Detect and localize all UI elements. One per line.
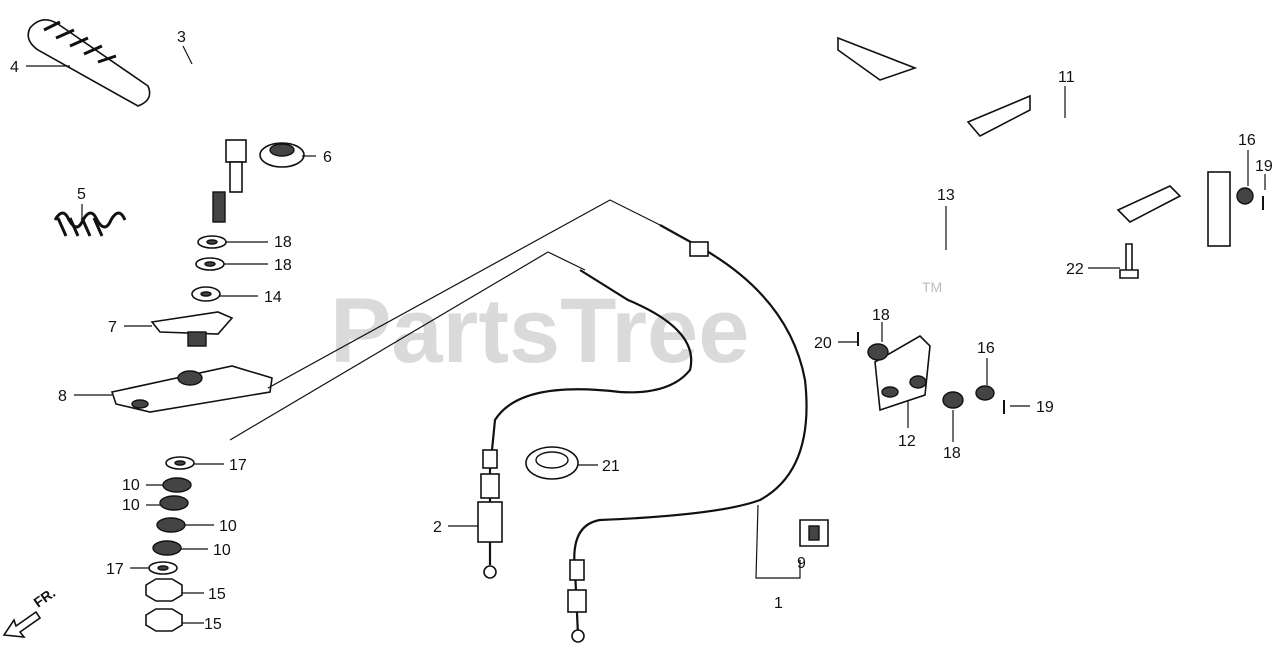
callout-19-plate: 19: [1036, 399, 1054, 416]
part-spring-5: [53, 211, 127, 237]
callout-15-lower: 15: [204, 616, 222, 633]
callout-5: 5: [77, 186, 86, 203]
callout-3: 3: [177, 29, 186, 46]
callout-21: 21: [602, 458, 620, 475]
callout-16-right: 16: [1238, 132, 1256, 149]
part-pedal-shaft-11: [837, 36, 1231, 247]
callout-10-d: 10: [213, 542, 231, 559]
watermark-text: PartsTree: [330, 280, 749, 382]
callout-17-upper: 17: [229, 457, 247, 474]
callout-10-c: 10: [219, 518, 237, 535]
callout-15-upper: 15: [208, 586, 226, 603]
callout-2: 2: [433, 519, 442, 536]
callout-20: 20: [814, 335, 832, 352]
front-direction: FR.: [2, 584, 59, 638]
callout-10-b: 10: [122, 497, 140, 514]
callout-19-right: 19: [1255, 158, 1273, 175]
part-small-hardware: [857, 187, 1264, 414]
callout-1: 1: [774, 595, 783, 612]
watermark-tm: TM: [922, 279, 942, 295]
part-cable-2: [477, 269, 693, 579]
part-washer-stack: [145, 456, 195, 632]
callout-13: 13: [937, 187, 955, 204]
part-clamp-21: [525, 446, 579, 480]
callout-4: 4: [10, 59, 19, 76]
part-grip: [27, 19, 151, 107]
callout-22: 22: [1066, 261, 1084, 278]
part-plate-8: [110, 365, 273, 413]
part-boot-6: [259, 142, 305, 168]
front-arrow-icon: [2, 610, 42, 638]
front-label: FR.: [31, 584, 59, 610]
part-plate-12: [874, 335, 931, 412]
part-rod-13: [848, 203, 1057, 314]
part-grommet-9: [799, 519, 829, 547]
callout-8: 8: [58, 388, 67, 405]
callout-16-plate: 16: [977, 340, 995, 357]
part-cable-1: [567, 224, 808, 643]
callout-7: 7: [108, 319, 117, 336]
callout-18-upper: 18: [274, 234, 292, 251]
callout-18-plate: 18: [872, 307, 890, 324]
callout-14: 14: [264, 289, 282, 306]
assembly-outline: [229, 199, 661, 441]
callout-labels: 3 4 6 5 18 18 14 7 8 17 10 10 10 10 17 1…: [10, 29, 1273, 633]
callout-17-lower: 17: [106, 561, 124, 578]
callout-11: 11: [1058, 69, 1075, 86]
part-washers-18-14: [191, 235, 227, 302]
callout-9: 9: [797, 555, 806, 572]
part-lever-rod: [85, 7, 247, 223]
part-bracket-7: [150, 311, 234, 347]
leader-lines: [26, 45, 1266, 624]
callout-18-bottom: 18: [943, 445, 961, 462]
callout-12: 12: [898, 433, 916, 450]
callout-18-lower: 18: [274, 257, 292, 274]
callout-10-a: 10: [122, 477, 140, 494]
callout-6: 6: [323, 149, 332, 166]
